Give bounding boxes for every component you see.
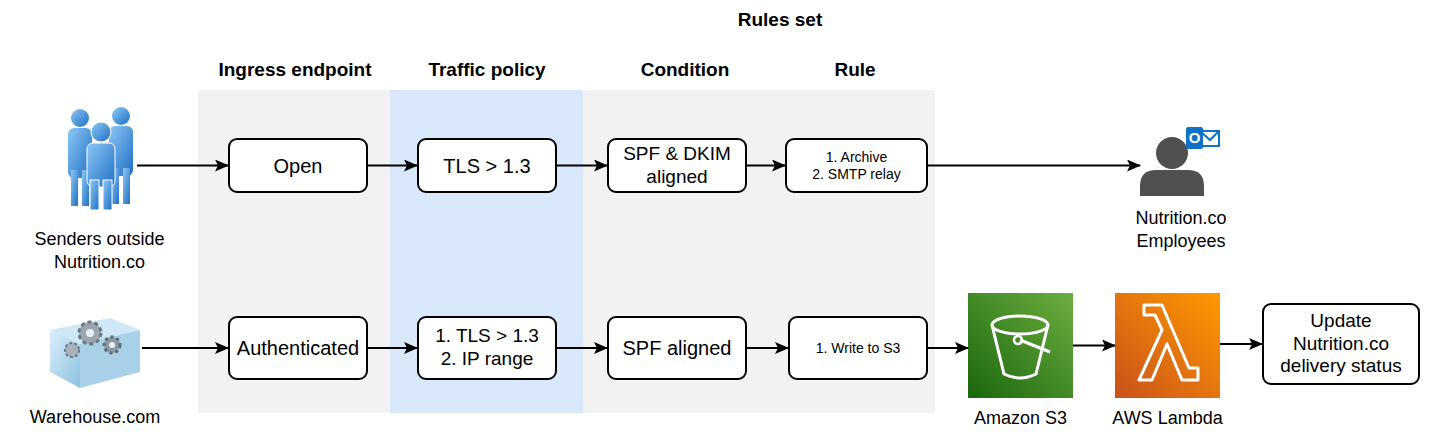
icon-caption: Nutrition.co Employees	[1111, 207, 1251, 252]
flow-arrow	[557, 347, 607, 349]
people-icon	[68, 107, 133, 210]
flow-arrow	[142, 347, 228, 349]
box-text: SPF aligned	[623, 336, 732, 360]
flow-arrow	[368, 165, 417, 167]
cube-gears-icon	[50, 318, 140, 388]
process-box: TLS > 1.3	[417, 138, 557, 193]
icon-caption: Warehouse.com	[0, 406, 195, 429]
flow-arrow	[368, 347, 417, 349]
traffic-policy-band	[390, 90, 583, 413]
icon-letter: O	[1189, 129, 1201, 146]
lambda-icon	[1115, 293, 1220, 398]
column-header: Ingress endpoint	[218, 59, 371, 81]
column-header: Traffic policy	[428, 59, 545, 81]
box-text: 2. SMTP relay	[812, 166, 900, 183]
icon-caption: Amazon S3	[936, 407, 1106, 430]
icon-caption: AWS Lambda	[1083, 407, 1253, 430]
system-icon: Warehouse.com	[48, 308, 142, 388]
flow-arrow	[557, 165, 607, 167]
flow-arrow	[928, 165, 1140, 167]
flow-arrow	[928, 347, 968, 349]
flow-arrow	[747, 347, 788, 349]
process-box: 1. TLS > 1.32. IP range	[417, 316, 557, 380]
service-icon: AWS Lambda	[1115, 293, 1220, 398]
actor-icon: Nutrition.co Employees	[1140, 128, 1222, 196]
service-icon: Amazon S3	[968, 293, 1073, 398]
process-box: SPF & DKIM aligned	[607, 138, 747, 193]
box-text: Open	[274, 154, 323, 178]
box-text: 2. IP range	[441, 348, 534, 371]
group-title: Rules set	[738, 9, 822, 31]
rule-box: 1. Write to S3	[788, 316, 928, 380]
process-box: Open	[228, 138, 368, 193]
flow-arrow	[1073, 345, 1115, 347]
process-box: Authenticated	[228, 316, 368, 380]
box-text: SPF & DKIM aligned	[613, 143, 741, 189]
box-text: TLS > 1.3	[443, 154, 530, 178]
column-header: Rule	[834, 59, 875, 81]
process-box: SPF aligned	[607, 316, 747, 380]
actor-icon: Senders outside Nutrition.co	[62, 106, 137, 210]
process-box: Update Nutrition.co delivery status	[1262, 303, 1420, 385]
rules-band	[583, 90, 935, 413]
column-header: Condition	[641, 59, 730, 81]
flow-arrow	[137, 165, 228, 167]
box-text: 1. Archive	[826, 149, 887, 166]
icon-caption: Senders outside Nutrition.co	[14, 228, 186, 273]
ingress-band	[198, 90, 390, 413]
box-text: Update Nutrition.co delivery status	[1268, 310, 1414, 378]
s3-icon	[968, 293, 1073, 398]
flow-arrow	[747, 165, 785, 167]
box-text: Authenticated	[237, 336, 359, 360]
flow-arrow	[1220, 343, 1262, 345]
box-text: 1. Write to S3	[816, 340, 901, 357]
employee-icon	[1140, 127, 1219, 196]
box-text: 1. TLS > 1.3	[435, 325, 539, 348]
rule-box: 1. Archive2. SMTP relay	[785, 138, 928, 193]
